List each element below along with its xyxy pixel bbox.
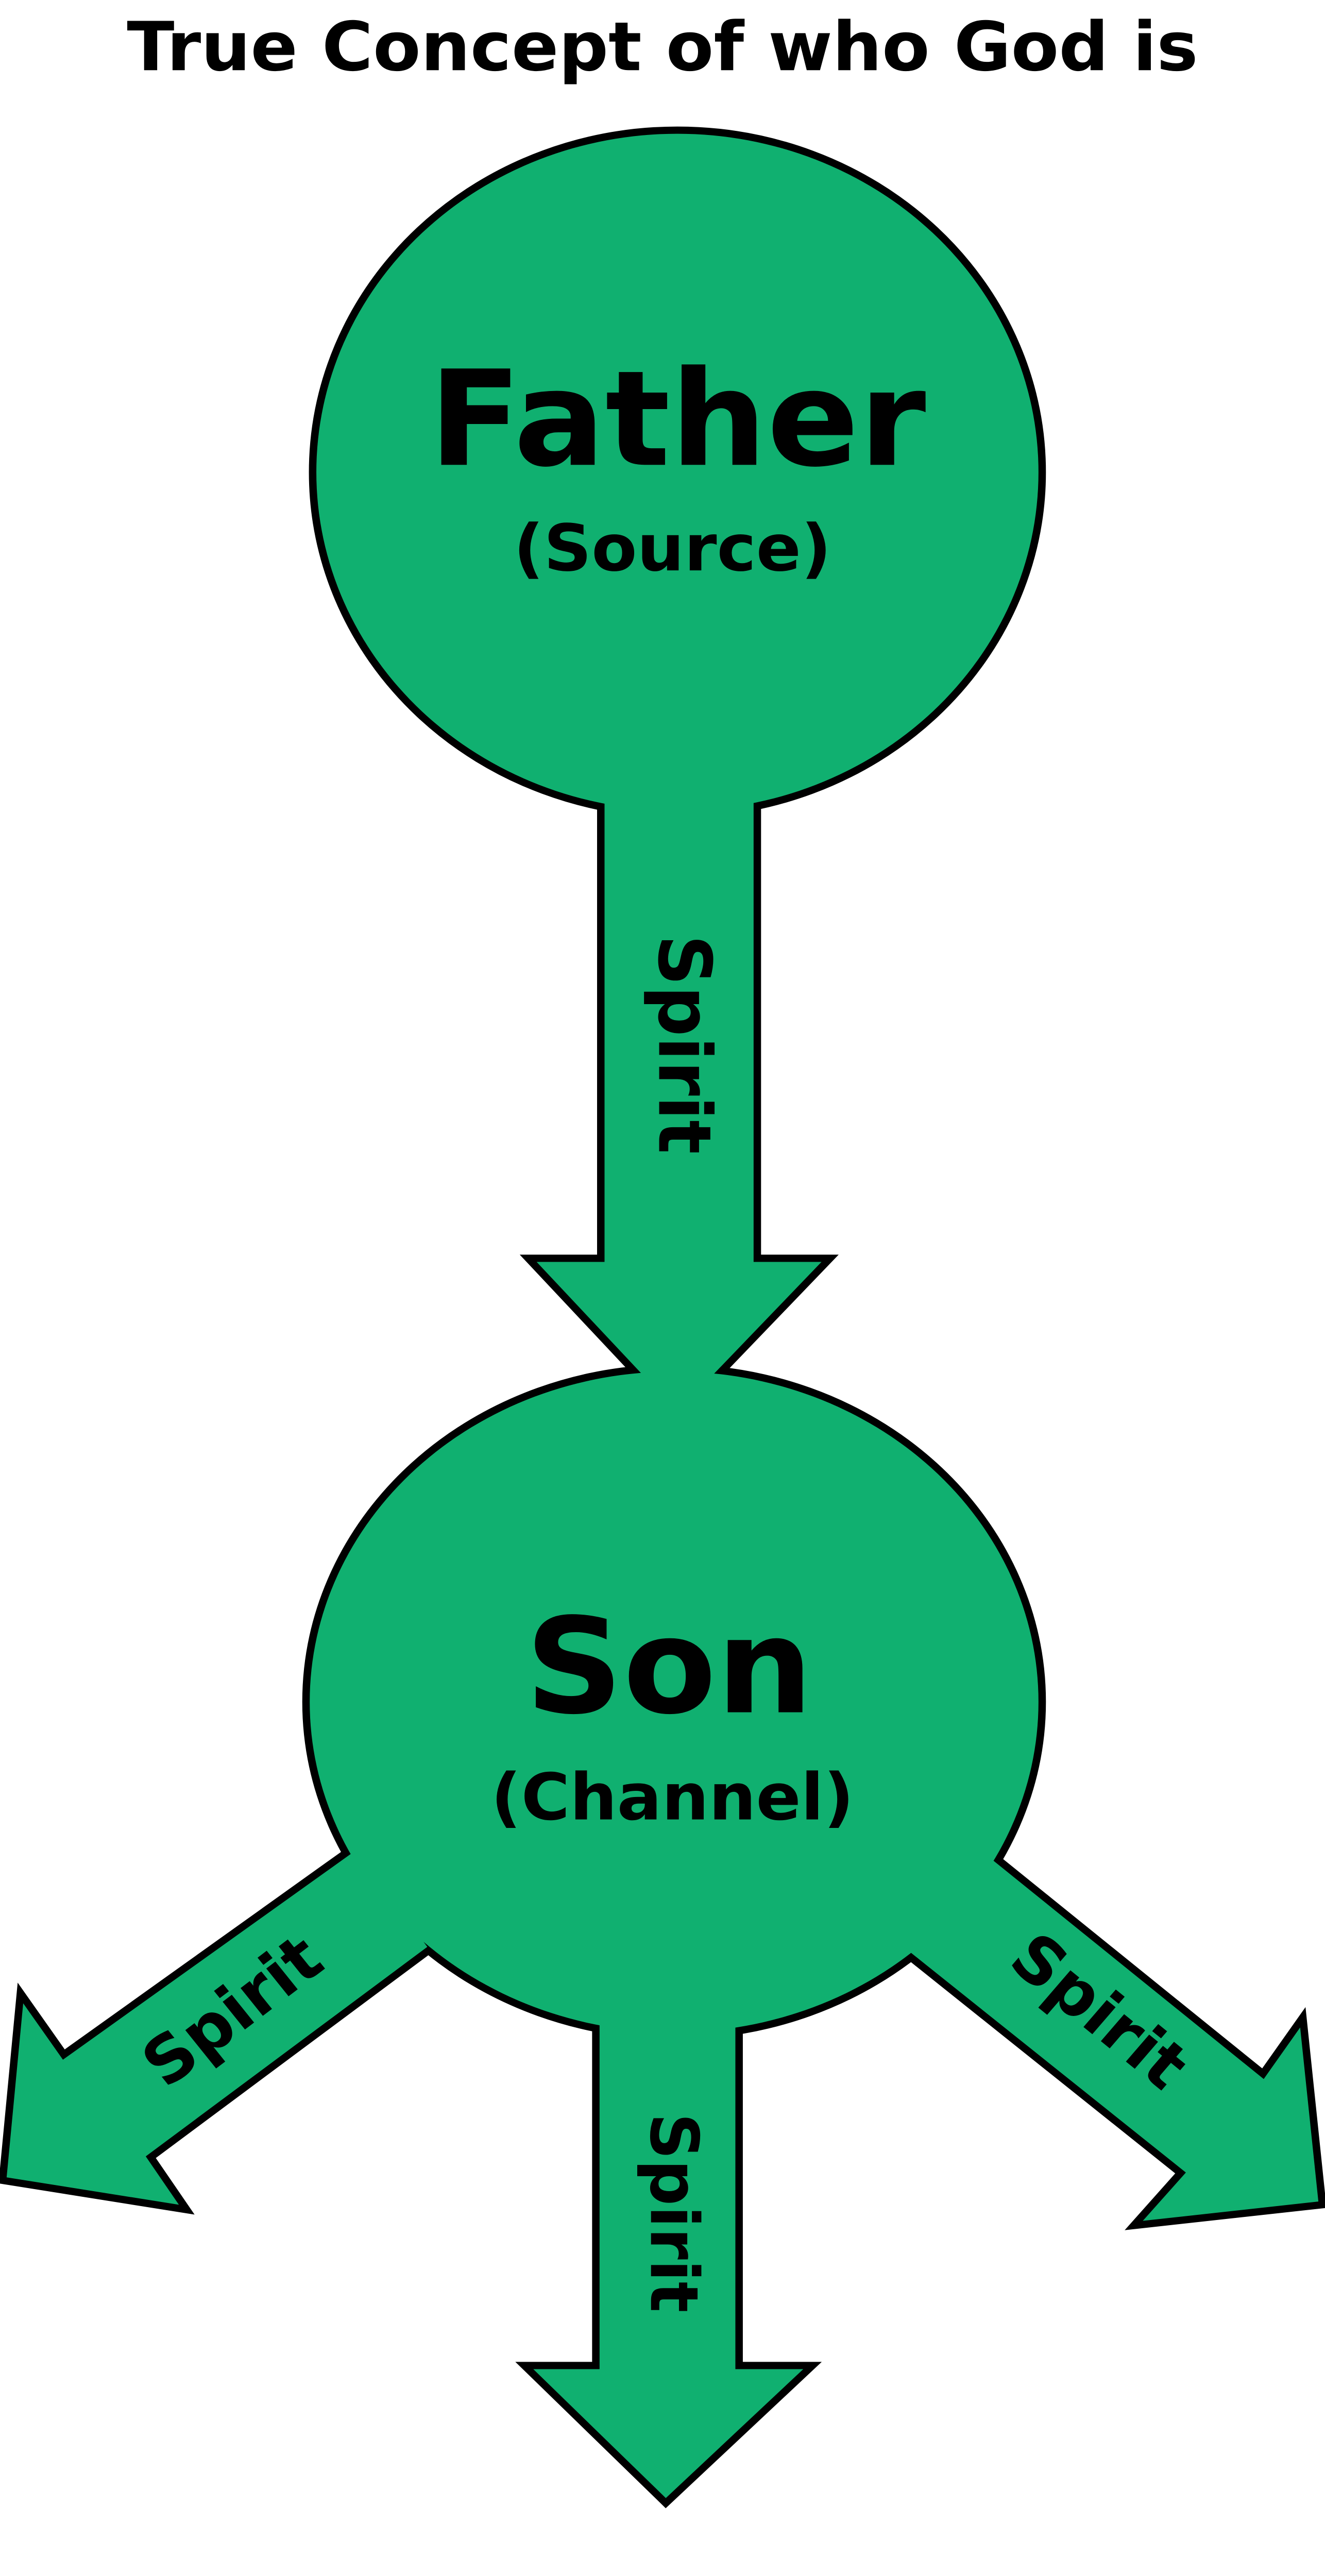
father-to-son-arrow [536, 786, 822, 1412]
son-label: Son [525, 1590, 813, 1744]
father-label: Father [429, 343, 927, 497]
father-circle [316, 133, 1039, 811]
son-left-arrow [6, 1850, 428, 2205]
son-sublabel: (Channel) [491, 1759, 854, 1835]
diagram-title: True Concept of who God is [127, 8, 1198, 87]
father-sublabel: (Source) [514, 511, 831, 586]
son-down-arrow [533, 2011, 804, 2498]
son-circle [310, 1371, 1039, 2032]
son-right-arrow [907, 1858, 1319, 2221]
diagram: True Concept of who God is Father (Sourc… [0, 8, 1325, 2509]
spirit-label-father-to-son: Spirit [642, 935, 727, 1154]
spirit-label-down: Spirit [635, 2113, 712, 2313]
